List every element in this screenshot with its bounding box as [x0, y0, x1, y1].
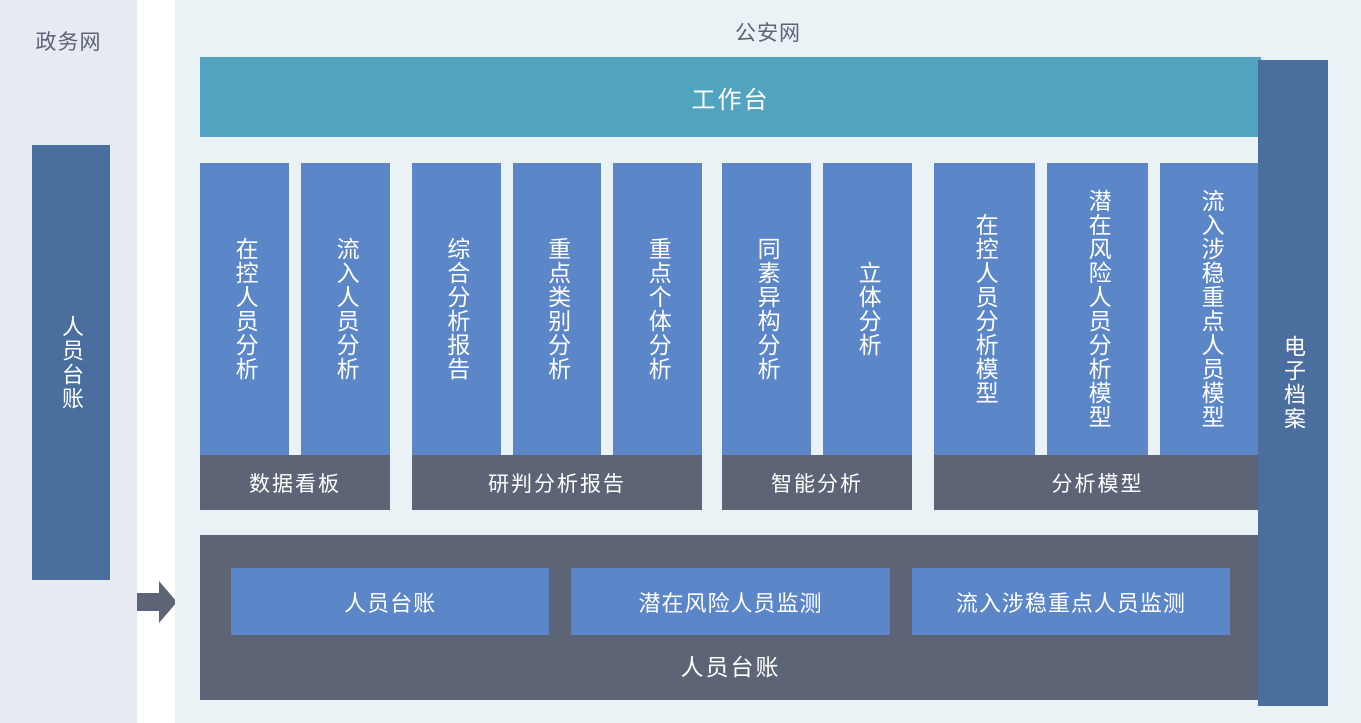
module-card[interactable]: 重点类别分析	[512, 163, 602, 455]
module-card[interactable]: 同素异构分析	[722, 163, 811, 455]
module-card[interactable]: 流入涉稳重点人员模型	[1160, 163, 1261, 455]
module-group-analysis-model: 在控人员分析模型 潜在风险人员分析模型 流入涉稳重点人员模型 分析模型	[934, 163, 1261, 510]
module-card-label: 潜在风险人员分析模型	[1085, 189, 1112, 429]
module-group-label: 数据看板	[200, 455, 390, 510]
module-group-label-text: 智能分析	[771, 472, 863, 496]
module-group-data-dashboard: 在控人员分析 流入人员分析 数据看板	[200, 163, 390, 510]
government-network-title: 政务网	[35, 31, 102, 54]
ledger-card[interactable]: 人员台账	[231, 568, 550, 635]
module-group-label: 智能分析	[722, 455, 912, 510]
personnel-ledger-section-label: 人员台账	[680, 654, 781, 680]
module-group-label-text: 数据看板	[249, 472, 341, 496]
module-card-label: 重点个体分析	[645, 237, 672, 381]
electronic-archive-column-label: 电子档案	[1280, 335, 1306, 431]
module-card[interactable]: 在控人员分析模型	[934, 163, 1035, 455]
module-card-label: 立体分析	[855, 261, 882, 357]
right-arrow-icon	[137, 581, 177, 623]
ledger-card[interactable]: 潜在风险人员监测	[571, 568, 890, 635]
module-card[interactable]: 综合分析报告	[412, 163, 501, 455]
module-card-label: 重点类别分析	[544, 237, 571, 381]
module-card[interactable]: 立体分析	[823, 163, 912, 455]
personnel-ledger-column-card[interactable]: 人员台账	[32, 145, 110, 580]
module-group-intelligent-analysis: 同素异构分析 立体分析 智能分析	[722, 163, 912, 510]
personnel-ledger-cards: 人员台账 潜在风险人员监测 流入涉稳重点人员监测	[231, 568, 1230, 635]
workbench-banner[interactable]: 工作台	[200, 57, 1261, 137]
ledger-card-label: 潜在风险人员监测	[638, 590, 823, 616]
module-group-cards: 在控人员分析 流入人员分析	[200, 163, 390, 455]
module-group-label-text: 分析模型	[1051, 472, 1144, 496]
module-group-label-text: 研判分析报告	[488, 472, 626, 496]
module-card[interactable]: 潜在风险人员分析模型	[1047, 163, 1148, 455]
personnel-ledger-column-label: 人员台账	[58, 314, 84, 411]
ledger-card-label: 流入涉稳重点人员监测	[955, 590, 1186, 616]
module-card-label: 同素异构分析	[754, 237, 781, 381]
public-security-network-title: 公安网	[735, 22, 801, 45]
module-group-cards: 综合分析报告 重点类别分析 重点个体分析	[412, 163, 703, 455]
module-group-cards: 同素异构分析 立体分析	[722, 163, 912, 455]
module-group-analysis-report: 综合分析报告 重点类别分析 重点个体分析 研判分析报告	[412, 163, 703, 510]
ledger-card-label: 人员台账	[344, 590, 437, 616]
government-network-panel: 政务网 人员台账	[0, 0, 137, 723]
public-security-network-panel: 公安网 工作台 在控人员分析 流入人员分析 数据看板 综合分析报告	[175, 0, 1361, 723]
module-card-label: 在控人员分析	[232, 237, 259, 381]
module-card[interactable]: 流入人员分析	[301, 163, 390, 455]
personnel-ledger-section: 人员台账 潜在风险人员监测 流入涉稳重点人员监测 人员台账	[200, 535, 1261, 700]
module-card-label: 流入涉稳重点人员模型	[1198, 189, 1225, 429]
module-group-label: 研判分析报告	[412, 455, 702, 510]
module-groups: 在控人员分析 流入人员分析 数据看板 综合分析报告 重点类别分析 重点个	[200, 163, 1261, 510]
module-card-label: 综合分析报告	[443, 237, 470, 381]
module-group-cards: 在控人员分析模型 潜在风险人员分析模型 流入涉稳重点人员模型	[934, 163, 1261, 455]
workbench-label: 工作台	[691, 86, 770, 114]
module-card[interactable]: 在控人员分析	[200, 163, 289, 455]
electronic-archive-column-card[interactable]: 电子档案	[1258, 60, 1328, 706]
module-card-label: 流入人员分析	[333, 237, 360, 381]
module-card-label: 在控人员分析模型	[972, 213, 999, 405]
module-group-label: 分析模型	[934, 455, 1261, 510]
ledger-card[interactable]: 流入涉稳重点人员监测	[911, 568, 1230, 635]
module-card[interactable]: 重点个体分析	[613, 163, 703, 455]
